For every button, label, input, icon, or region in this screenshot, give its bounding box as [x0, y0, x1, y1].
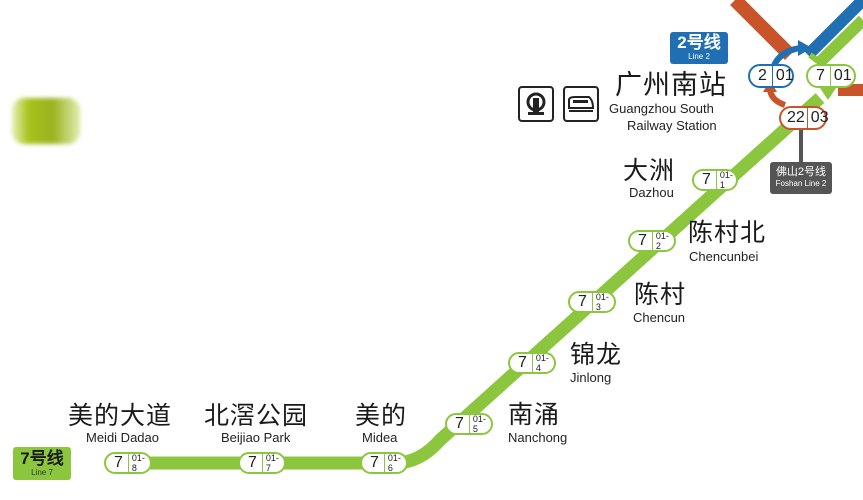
station-en-beijiao-park: Beijiao Park	[221, 430, 291, 445]
station-cn-nanchong: 南涌	[508, 400, 561, 429]
railway-icon	[518, 86, 554, 122]
station-en-guangzhou-south-2: Railway Station	[627, 118, 717, 133]
blue-arrow-icon	[798, 40, 812, 56]
station-en-dazhou: Dazhou	[629, 185, 674, 200]
line7-badge-cn: 7号线	[20, 449, 64, 468]
high-speed-train-icon	[563, 86, 599, 122]
station-en-jinlong: Jinlong	[570, 370, 612, 385]
station-cn-jinlong: 锦龙	[570, 340, 623, 369]
line2-badge-cn: 2号线	[677, 33, 721, 52]
green-line-upper	[815, 15, 863, 67]
station-en-nanchong: Nanchong	[508, 430, 568, 445]
station-en-chencunbei: Chencunbei	[689, 249, 759, 264]
station-cn-midea: 美的	[355, 401, 408, 430]
station-en-guangzhou-south-1: Guangzhou South	[609, 101, 714, 116]
blurred-logo	[12, 98, 80, 144]
blue-line-segment	[803, 0, 863, 60]
station-cn-beijiao-park: 北滘公园	[204, 401, 309, 430]
station-en-meidi-dadao: Meidi Dadao	[86, 430, 159, 445]
line2-badge: 2号线 Line 2	[670, 32, 728, 64]
station-cn-chencunbei: 陈村北	[688, 218, 767, 247]
station-cn-dazhou: 大洲	[623, 156, 676, 185]
station-cn-guangzhou-south: 广州南站	[615, 70, 727, 101]
station-en-chencun: Chencun	[633, 310, 686, 325]
green-arrow-icon	[820, 88, 836, 100]
foshan-badge-en: Foshan Line 2	[775, 179, 827, 188]
foshan-badge-cn: 佛山2号线	[775, 166, 827, 178]
line7-badge: 7号线 Line 7	[13, 447, 71, 480]
red-line-segment	[730, 0, 795, 60]
line7-badge-en: Line 7	[31, 468, 53, 477]
station-cn-meidi-dadao: 美的大道	[68, 401, 173, 430]
station-en-midea: Midea	[362, 430, 398, 445]
station-cn-chencun: 陈村	[634, 280, 687, 309]
line2-badge-en: Line 2	[688, 52, 710, 61]
foshan-line2-badge: 佛山2号线 Foshan Line 2	[770, 162, 832, 194]
